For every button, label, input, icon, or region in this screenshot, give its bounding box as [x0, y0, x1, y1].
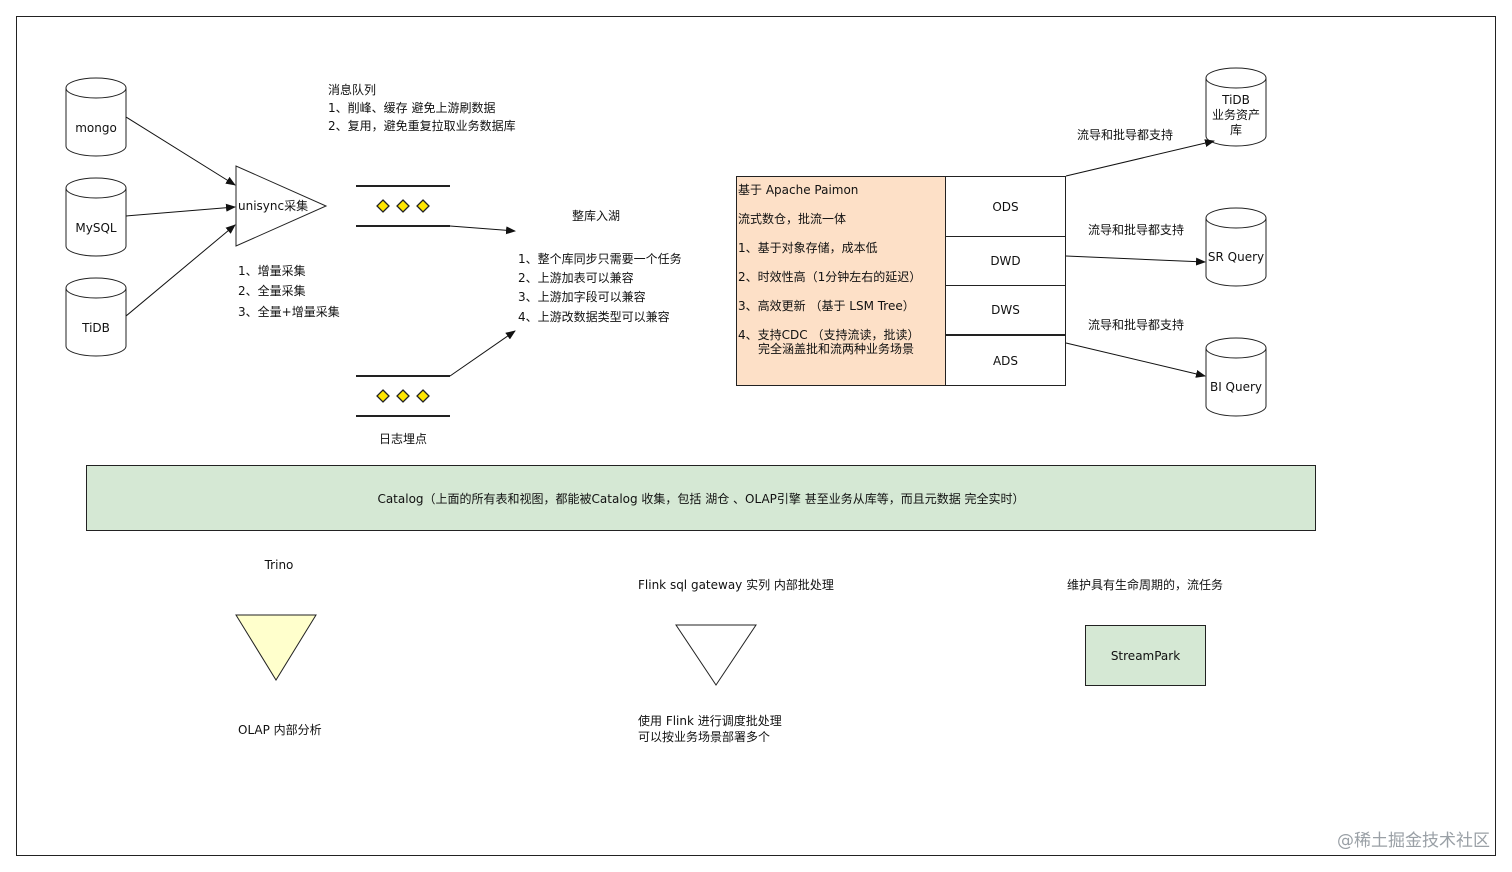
flink-note-2: 可以按业务场景部署多个 — [638, 730, 771, 744]
edge-ads-to-bi — [1065, 342, 1206, 378]
edge-label-bi: 流导和批导都支持 — [1088, 318, 1185, 332]
ingest-note-3: 3、上游加字段可以兼容 — [518, 290, 646, 304]
collector-note-1: 1、增量采集 — [238, 264, 306, 278]
edge-label-tidb: 流导和批导都支持 — [1077, 128, 1174, 142]
edge-log-to-ingest — [449, 330, 516, 377]
bi-query-cylinder — [1205, 337, 1267, 417]
ingest-title: 整库入湖 — [572, 209, 621, 223]
paimon-box: 基于 Apache Paimon 流式数仓，批流一体 1、基于对象存储，成本低 … — [736, 176, 946, 386]
ingest-note-2: 2、上游加表可以兼容 — [518, 271, 634, 285]
layer-dwd: DWD — [945, 236, 1066, 286]
trino-note: OLAP 内部分析 — [238, 723, 322, 737]
edge-label-sr: 流导和批导都支持 — [1088, 223, 1185, 237]
mongo-cylinder — [65, 77, 127, 157]
message-queue-title: 消息队列 — [328, 83, 377, 97]
sr-query-cylinder — [1205, 207, 1267, 287]
flink-title: Flink sql gateway 实列 内部批处理 — [638, 578, 834, 592]
message-queue-note-1: 1、削峰、缓存 避免上游刷数据 — [328, 101, 496, 115]
trino-title: Trino — [264, 558, 294, 572]
unisync-collector-shape — [235, 165, 328, 247]
tidb-sink-label-line-1: TiDB — [1222, 93, 1250, 107]
mysql-label: MySQL — [75, 221, 117, 235]
ingest-note-4: 4、上游改数据类型可以兼容 — [518, 310, 670, 324]
diagram-frame — [16, 16, 1496, 856]
ingest-note-1: 1、整个库同步只需要一个任务 — [518, 252, 682, 266]
tidb-sink-cylinder — [1205, 67, 1267, 147]
edge-queue-to-ingest — [449, 225, 516, 235]
message-queue-symbol — [356, 185, 450, 227]
edge-mongo-to-unisync — [125, 116, 236, 186]
paimon-line-6: 4、支持CDC （支持流读，批读） — [738, 328, 920, 342]
log-tracking-label: 日志埋点 — [378, 432, 427, 446]
log-queue-symbol — [356, 375, 450, 417]
paimon-line-7: 完全涵盖批和流两种业务场景 — [758, 342, 915, 356]
message-queue-note-2: 2、复用，避免重复拉取业务数据库 — [328, 119, 516, 133]
unisync-label: unisync采集 — [238, 199, 309, 213]
mongo-label: mongo — [75, 121, 117, 135]
streampark-title: 维护具有生命周期的，流任务 — [1067, 578, 1224, 592]
streampark-box: StreamPark — [1085, 625, 1206, 686]
tidb-source-label: TiDB — [82, 321, 110, 335]
paimon-line-5: 3、高效更新 （基于 LSM Tree） — [738, 299, 915, 313]
edge-dwd-to-sr — [1065, 255, 1206, 266]
collector-note-3: 3、全量+增量采集 — [238, 305, 340, 319]
trino-shape — [235, 614, 317, 681]
layer-ods: ODS — [945, 176, 1066, 237]
collector-note-2: 2、全量采集 — [238, 284, 306, 298]
tidb-source-cylinder — [65, 277, 127, 357]
layer-ads: ADS — [945, 335, 1066, 386]
layer-dws: DWS — [945, 285, 1066, 335]
catalog-box: Catalog（上面的所有表和视图，都能被Catalog 收集，包括 湖仓 、O… — [86, 465, 1316, 531]
watermark: @稀土掘金技术社区 — [1337, 831, 1490, 851]
flink-gateway-shape — [675, 624, 757, 686]
bi-query-label: BI Query — [1209, 380, 1263, 394]
paimon-line-1: 基于 Apache Paimon — [738, 183, 859, 197]
tidb-sink-label-line-3: 库 — [1229, 123, 1242, 137]
edge-ods-to-tidb — [1065, 139, 1215, 177]
paimon-line-4: 2、时效性高（1分钟左右的延迟） — [738, 270, 922, 284]
sr-query-label: SR Query — [1207, 250, 1265, 264]
flink-note-1: 使用 Flink 进行调度批处理 — [638, 714, 782, 728]
tidb-sink-label-line-2: 业务资产 — [1211, 108, 1260, 122]
paimon-line-3: 1、基于对象存储，成本低 — [738, 241, 878, 255]
mysql-cylinder — [65, 177, 127, 257]
paimon-line-2: 流式数仓，批流一体 — [738, 212, 847, 226]
edge-tidb-to-unisync — [125, 224, 236, 317]
edge-mysql-to-unisync — [125, 203, 236, 217]
